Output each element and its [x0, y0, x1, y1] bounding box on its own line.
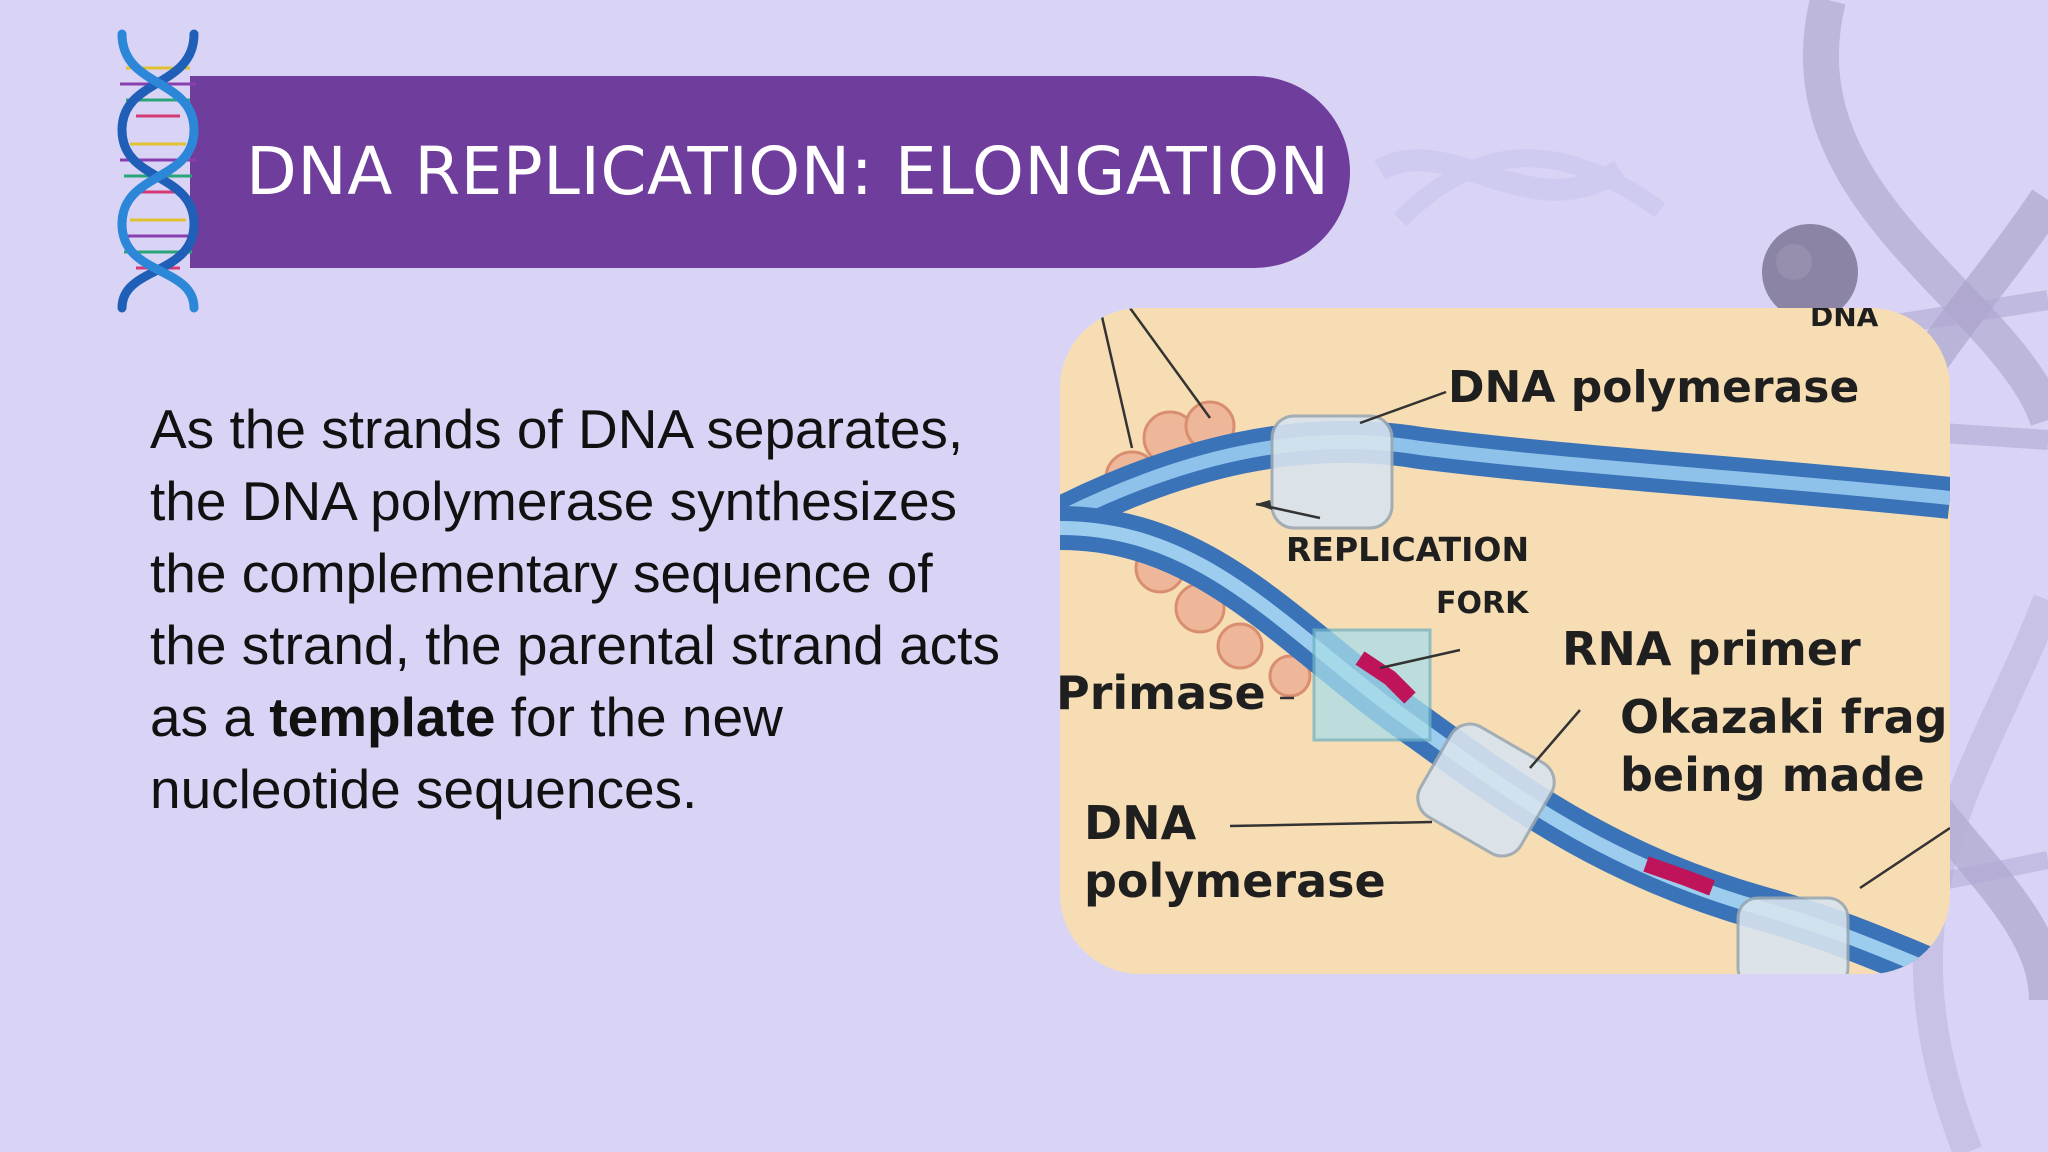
label-dna-bottom-line1: DNA [1084, 796, 1197, 850]
background-dna-faint [1374, 149, 1666, 227]
label-rna-primer: RNA primer [1562, 622, 1861, 676]
diagram-artwork [1060, 308, 1950, 974]
label-dna-corner: DNA [1810, 308, 1879, 333]
body-text-start: As the strands of DNA separates, the DNA… [150, 398, 1000, 748]
label-dna-bottom-line2: polymerase [1084, 854, 1386, 908]
body-text-bold: template [269, 686, 496, 748]
label-fork: FORK [1436, 586, 1529, 621]
body-text-end: for the new nucleotide sequences. [150, 686, 783, 820]
body-paragraph: As the strands of DNA separates, the DNA… [150, 393, 1010, 825]
label-dna-polymerase-top: DNA polymerase [1448, 362, 1860, 413]
dna-helix-icon [117, 29, 199, 313]
replication-fork-diagram: DNA DNA polymerase REPLICATION FORK RNA … [1060, 308, 1950, 974]
label-replication: REPLICATION [1286, 530, 1530, 569]
label-primase: Primase [1060, 666, 1266, 720]
label-okazaki-line2: being made [1620, 748, 1925, 802]
label-okazaki-line1: Okazaki frag [1620, 690, 1948, 744]
slide-title: DNA REPLICATION: ELONGATION [246, 133, 1330, 210]
title-band: DNA REPLICATION: ELONGATION [190, 76, 1350, 268]
